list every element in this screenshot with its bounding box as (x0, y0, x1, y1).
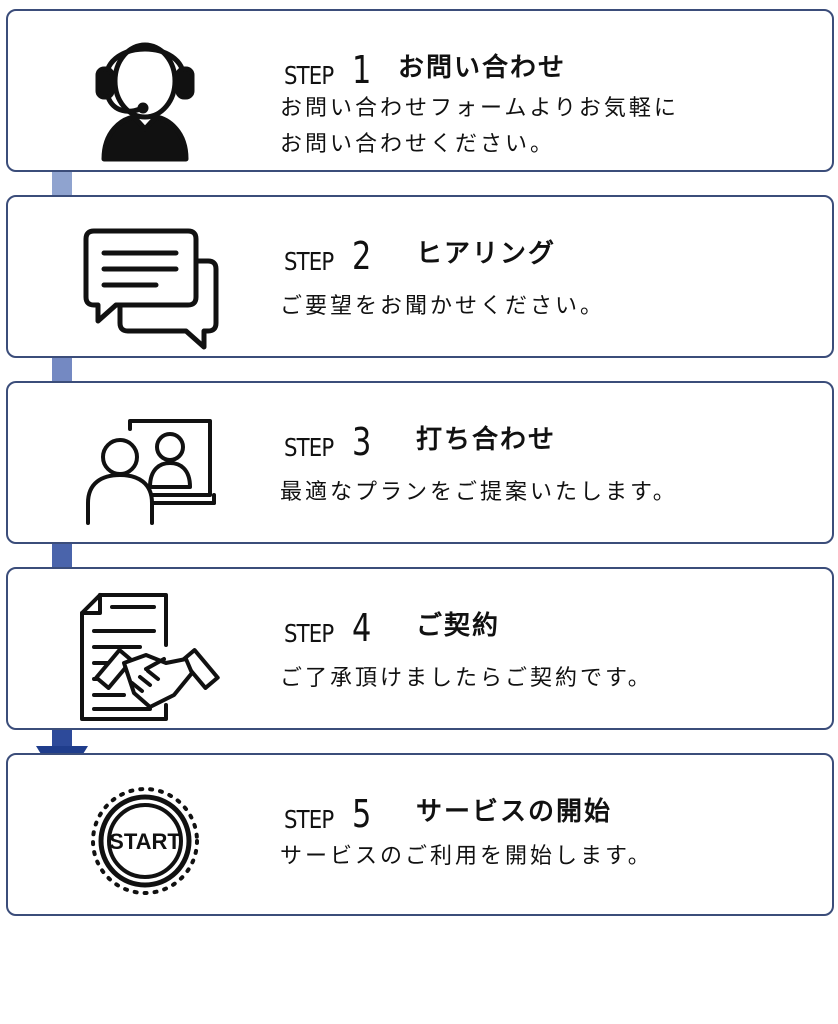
step-heading-3: STEP 3 打ち合わせ (284, 413, 556, 463)
step-label: STEP (284, 805, 334, 834)
step-description-line-1: サービスのご利用を開始します。 (280, 844, 653, 869)
step-card-1: STEP 1 お問い合わせ お問い合わせフォームよりお気軽に お問い合わせくださ… (6, 9, 834, 172)
connector-4-5 (52, 728, 72, 748)
headset-operator-icon (70, 19, 220, 165)
step-card-2: STEP 2 ヒアリング ご要望をお聞かせください。 (6, 195, 834, 358)
step-label: STEP (284, 61, 334, 90)
step-label: STEP (284, 433, 334, 462)
step-heading-1: STEP 1 お問い合わせ (284, 41, 566, 91)
chat-bubbles-icon (70, 205, 220, 351)
step-label: STEP (284, 619, 334, 648)
step-description-line-1: ご了承頂けましたらご契約です。 (280, 666, 653, 691)
step-title: お問い合わせ (398, 53, 567, 83)
step-heading-5: STEP 5 サービスの開始 (284, 785, 612, 835)
step-description-line-1: ご要望をお聞かせください。 (280, 294, 606, 319)
step-label: STEP (284, 247, 334, 276)
connector-2-3 (52, 356, 72, 382)
start-button-icon: START (70, 763, 220, 909)
contract-handshake-icon (70, 577, 220, 723)
step-title: 打ち合わせ (416, 425, 557, 455)
video-meeting-icon (70, 391, 220, 537)
step-heading-4: STEP 4 ご契約 (284, 599, 500, 649)
step-number: 2 (352, 234, 372, 278)
connector-1-2 (52, 170, 72, 196)
step-title: サービスの開始 (416, 797, 613, 827)
step-description-line-1: お問い合わせフォームよりお気軽に (280, 96, 679, 121)
step-card-3: STEP 3 打ち合わせ 最適なプランをご提案いたします。 (6, 381, 834, 544)
step-description-line-2: お問い合わせください。 (280, 132, 556, 157)
step-title: ご契約 (416, 611, 501, 641)
step-number: 1 (352, 48, 372, 92)
step-description-line-1: 最適なプランをご提案いたします。 (280, 480, 678, 505)
step-number: 5 (352, 792, 372, 836)
step-card-5: START STEP 5 サービスの開始 サービスのご利用を開始します。 (6, 753, 834, 916)
step-title: ヒアリング (416, 239, 557, 269)
start-label: START (109, 829, 181, 854)
step-heading-2: STEP 2 ヒアリング (284, 227, 556, 277)
step-number: 3 (352, 420, 372, 464)
connector-3-4 (52, 542, 72, 568)
step-card-4: STEP 4 ご契約 ご了承頂けましたらご契約です。 (6, 567, 834, 730)
step-number: 4 (352, 606, 372, 650)
